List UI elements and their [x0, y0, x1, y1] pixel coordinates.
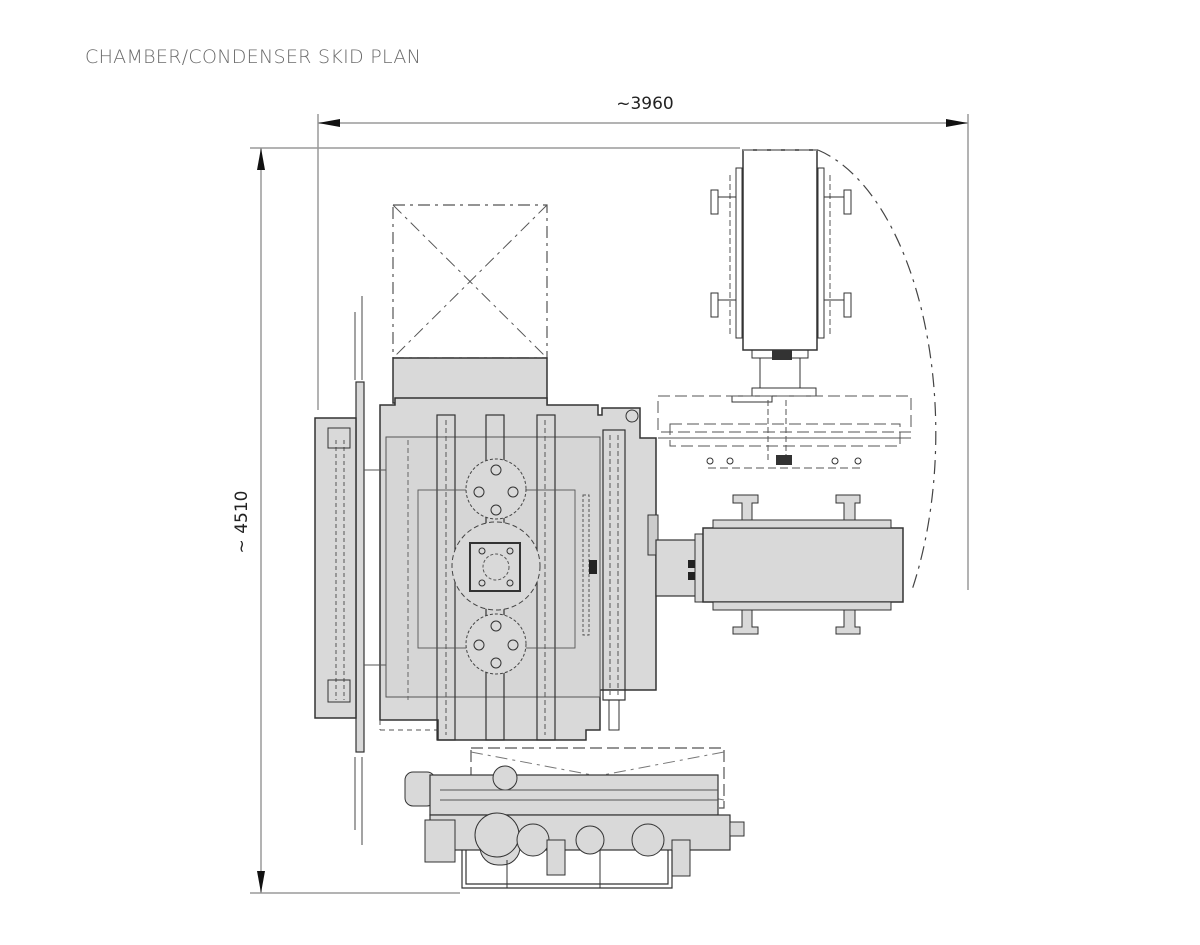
drawing-title: CHAMBER/CONDENSER SKID PLAN [85, 46, 422, 68]
arrow-down-icon [257, 871, 265, 893]
height-dimension: ~ 4510 [232, 147, 740, 894]
arrow-up-icon [257, 148, 265, 170]
arrow-right-icon [946, 119, 968, 127]
right-motor-unit [655, 494, 904, 635]
chamber [364, 397, 659, 741]
door-swing-arc [817, 149, 937, 591]
width-dimension: ~3960 [317, 94, 969, 590]
bottom-manifold-skid [404, 747, 745, 889]
width-label: ~3960 [616, 94, 674, 114]
condenser [657, 149, 912, 469]
left-frame [314, 296, 365, 845]
height-label: ~ 4510 [232, 491, 252, 554]
arrow-left-icon [318, 119, 340, 127]
top-service-area [392, 204, 548, 404]
